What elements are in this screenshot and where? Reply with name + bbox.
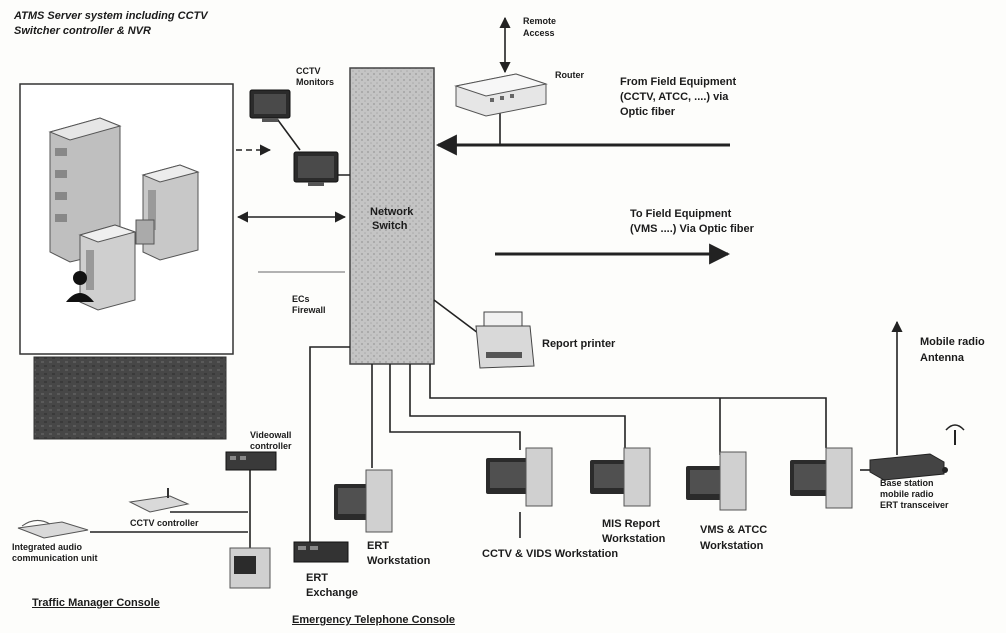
emergency-console-label: Emergency Telephone Console	[292, 614, 456, 626]
title-line-2: Switcher controller & NVR	[14, 25, 151, 37]
video-wall	[33, 356, 227, 440]
cctv-controller-label: CCTV controller	[130, 518, 199, 528]
network-switch	[349, 67, 435, 365]
vms-atcc-label-2: Workstation	[700, 540, 764, 552]
server-tower-icon	[141, 164, 200, 261]
remote-access-label-2: Access	[523, 28, 555, 38]
from-field-label-2: (CCTV, ATCC, ....) via	[620, 91, 729, 103]
printer-icon	[475, 311, 535, 369]
videowall-controller-label-1: Videowall	[250, 430, 292, 440]
traffic-manager-console-label: Traffic Manager Console	[32, 597, 160, 609]
user-icon	[66, 271, 94, 302]
base-station-label-3: ERT transceiver	[880, 500, 949, 510]
mobile-radio-label-2: Antenna	[920, 352, 964, 364]
network-switch-label-2: Switch	[372, 220, 408, 232]
server-rack-icon	[48, 117, 122, 263]
mobile-radio-label-1: Mobile radio	[920, 336, 985, 348]
router-icon	[454, 73, 548, 117]
vms-atcc-label-1: VMS & ATCC	[700, 524, 768, 536]
ert-exchange-icon	[293, 541, 349, 563]
audio-unit-icon	[17, 520, 89, 539]
connections	[90, 16, 903, 548]
to-field-label-1: To Field Equipment	[630, 208, 732, 220]
router-label: Router	[555, 70, 584, 80]
ecs-firewall-label-2: Firewall	[292, 305, 326, 315]
videowall-controller-label-2: controller	[250, 441, 292, 451]
mis-report-workstation-icon	[590, 447, 651, 507]
console-pc-icon	[229, 547, 271, 589]
workstation-icon	[790, 447, 853, 509]
videowall-controller-icon	[225, 451, 277, 471]
base-station-label-2: mobile radio	[880, 489, 934, 499]
ert-workstation-icon	[334, 469, 393, 533]
from-field-label-1: From Field Equipment	[620, 76, 737, 88]
vms-atcc-workstation-icon	[686, 451, 747, 511]
cctv-vids-workstation-icon	[486, 447, 553, 507]
mis-report-label-1: MIS Report	[602, 518, 661, 530]
network-switch-label-1: Network	[370, 206, 414, 218]
base-station-icon	[869, 424, 965, 481]
cctv-monitor-icon	[249, 89, 291, 122]
cctv-monitors-label-2: Monitors	[296, 77, 334, 87]
server-room	[19, 83, 234, 355]
cctv-monitor-icon	[293, 151, 339, 186]
mis-report-label-2: Workstation	[602, 533, 666, 545]
ert-exchange-label-1: ERT	[306, 572, 328, 584]
ert-workstation-label-2: Workstation	[367, 555, 431, 567]
base-station-label-1: Base station	[880, 478, 934, 488]
ert-exchange-label-2: Exchange	[306, 587, 358, 599]
ert-workstation-label-1: ERT	[367, 540, 389, 552]
server-tower-icon	[78, 219, 155, 311]
remote-access-label-1: Remote	[523, 16, 557, 26]
report-printer-label: Report printer	[542, 338, 616, 350]
cctv-monitors-label-1: CCTV	[296, 66, 321, 76]
to-field-label-2: (VMS ....) Via Optic fiber	[630, 223, 754, 235]
cctv-controller-icon	[128, 488, 190, 513]
audio-unit-label-2: communication unit	[12, 553, 98, 563]
from-field-label-3: Optic fiber	[620, 106, 676, 118]
ecs-firewall-label-1: ECs	[292, 294, 310, 304]
audio-unit-label-1: Integrated audio	[12, 542, 83, 552]
cctv-vids-label: CCTV & VIDS Workstation	[482, 548, 619, 560]
title-line-1: ATMS Server system including CCTV	[14, 10, 208, 22]
